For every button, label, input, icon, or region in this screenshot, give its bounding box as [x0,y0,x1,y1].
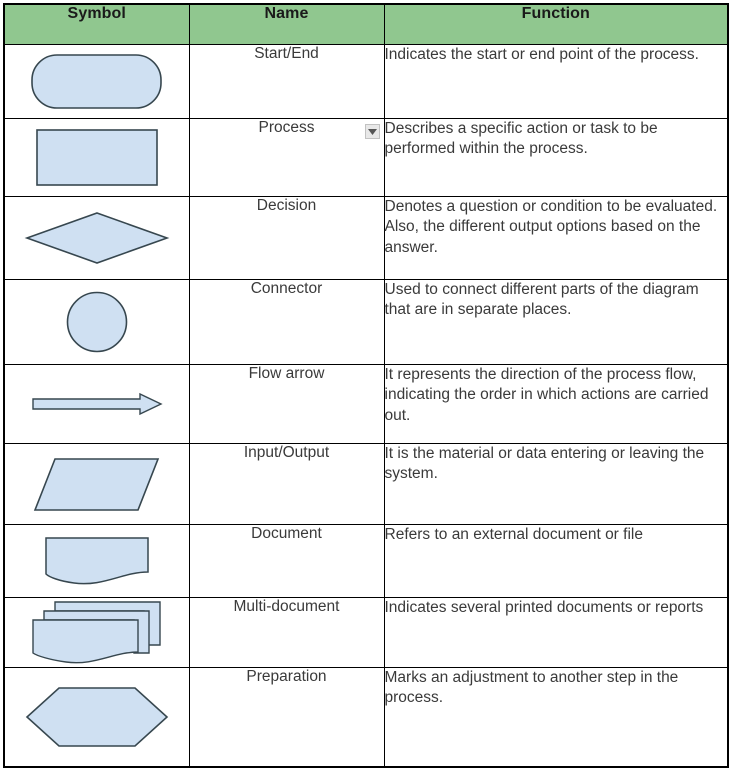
column-header-function: Function [383,3,729,45]
name-label-process: Process [258,119,315,136]
parallelogram-shape [5,444,189,524]
symbol-cell-decision [3,196,190,280]
name-cell-multi-document: Multi-document [188,597,385,668]
multi-document-shape [5,598,189,667]
diamond-shape [5,197,189,279]
name-cell-document: Document [188,524,385,598]
function-cell-document: Refers to an external document or file [383,524,729,598]
function-cell-process: Describes a specific action or task to b… [383,118,729,197]
name-cell-start-end: Start/End [188,44,385,119]
symbol-cell-flow-arrow [3,364,190,444]
chevron-down-icon[interactable] [364,124,380,139]
symbol-cell-input-output [3,443,190,525]
table-row: Connector Used to connect different part… [3,279,729,365]
symbol-cell-connector [3,279,190,365]
flowchart-symbols-table-container: Symbol Name Function Start/End Indicates… [3,3,729,768]
symbol-cell-document [3,524,190,598]
rounded-rectangle-shape [5,45,189,118]
table-row: Input/Output It is the material or data … [3,443,729,525]
table-row: Start/End Indicates the start or end poi… [3,44,729,119]
table-row: Decision Denotes a question or condition… [3,196,729,280]
name-cell-input-output: Input/Output [188,443,385,525]
circle-shape [5,280,189,364]
symbol-cell-preparation [3,667,190,768]
flowchart-symbols-table: Symbol Name Function Start/End Indicates… [3,3,729,768]
arrow-shape [5,365,189,443]
name-cell-preparation: Preparation [188,667,385,768]
table-row: Preparation Marks an adjustment to anoth… [3,667,729,768]
name-cell-process: Process [188,118,385,197]
column-header-name: Name [188,3,385,45]
function-cell-input-output: It is the material or data entering or l… [383,443,729,525]
table-row: Multi-document Indicates several printed… [3,597,729,668]
table-row: Flow arrow It represents the direction o… [3,364,729,444]
table-header: Symbol Name Function [3,3,729,45]
function-cell-start-end: Indicates the start or end point of the … [383,44,729,119]
function-cell-flow-arrow: It represents the direction of the proce… [383,364,729,444]
function-cell-preparation: Marks an adjustment to another step in t… [383,667,729,768]
table-body: Start/End Indicates the start or end poi… [3,44,729,768]
function-cell-connector: Used to connect different parts of the d… [383,279,729,365]
symbol-cell-process [3,118,190,197]
hexagon-shape [5,668,189,766]
table-row: Process Describes a specific action or t… [3,118,729,197]
function-cell-decision: Denotes a question or condition to be ev… [383,196,729,280]
table-row: Document Refers to an external document … [3,524,729,598]
column-header-symbol: Symbol [3,3,190,45]
name-cell-flow-arrow: Flow arrow [188,364,385,444]
document-shape [5,525,189,597]
symbol-cell-start-end [3,44,190,119]
name-cell-decision: Decision [188,196,385,280]
table-header-row: Symbol Name Function [3,3,729,45]
function-cell-multi-document: Indicates several printed documents or r… [383,597,729,668]
rectangle-shape [5,119,189,196]
symbol-cell-multi-document [3,597,190,668]
name-cell-connector: Connector [188,279,385,365]
